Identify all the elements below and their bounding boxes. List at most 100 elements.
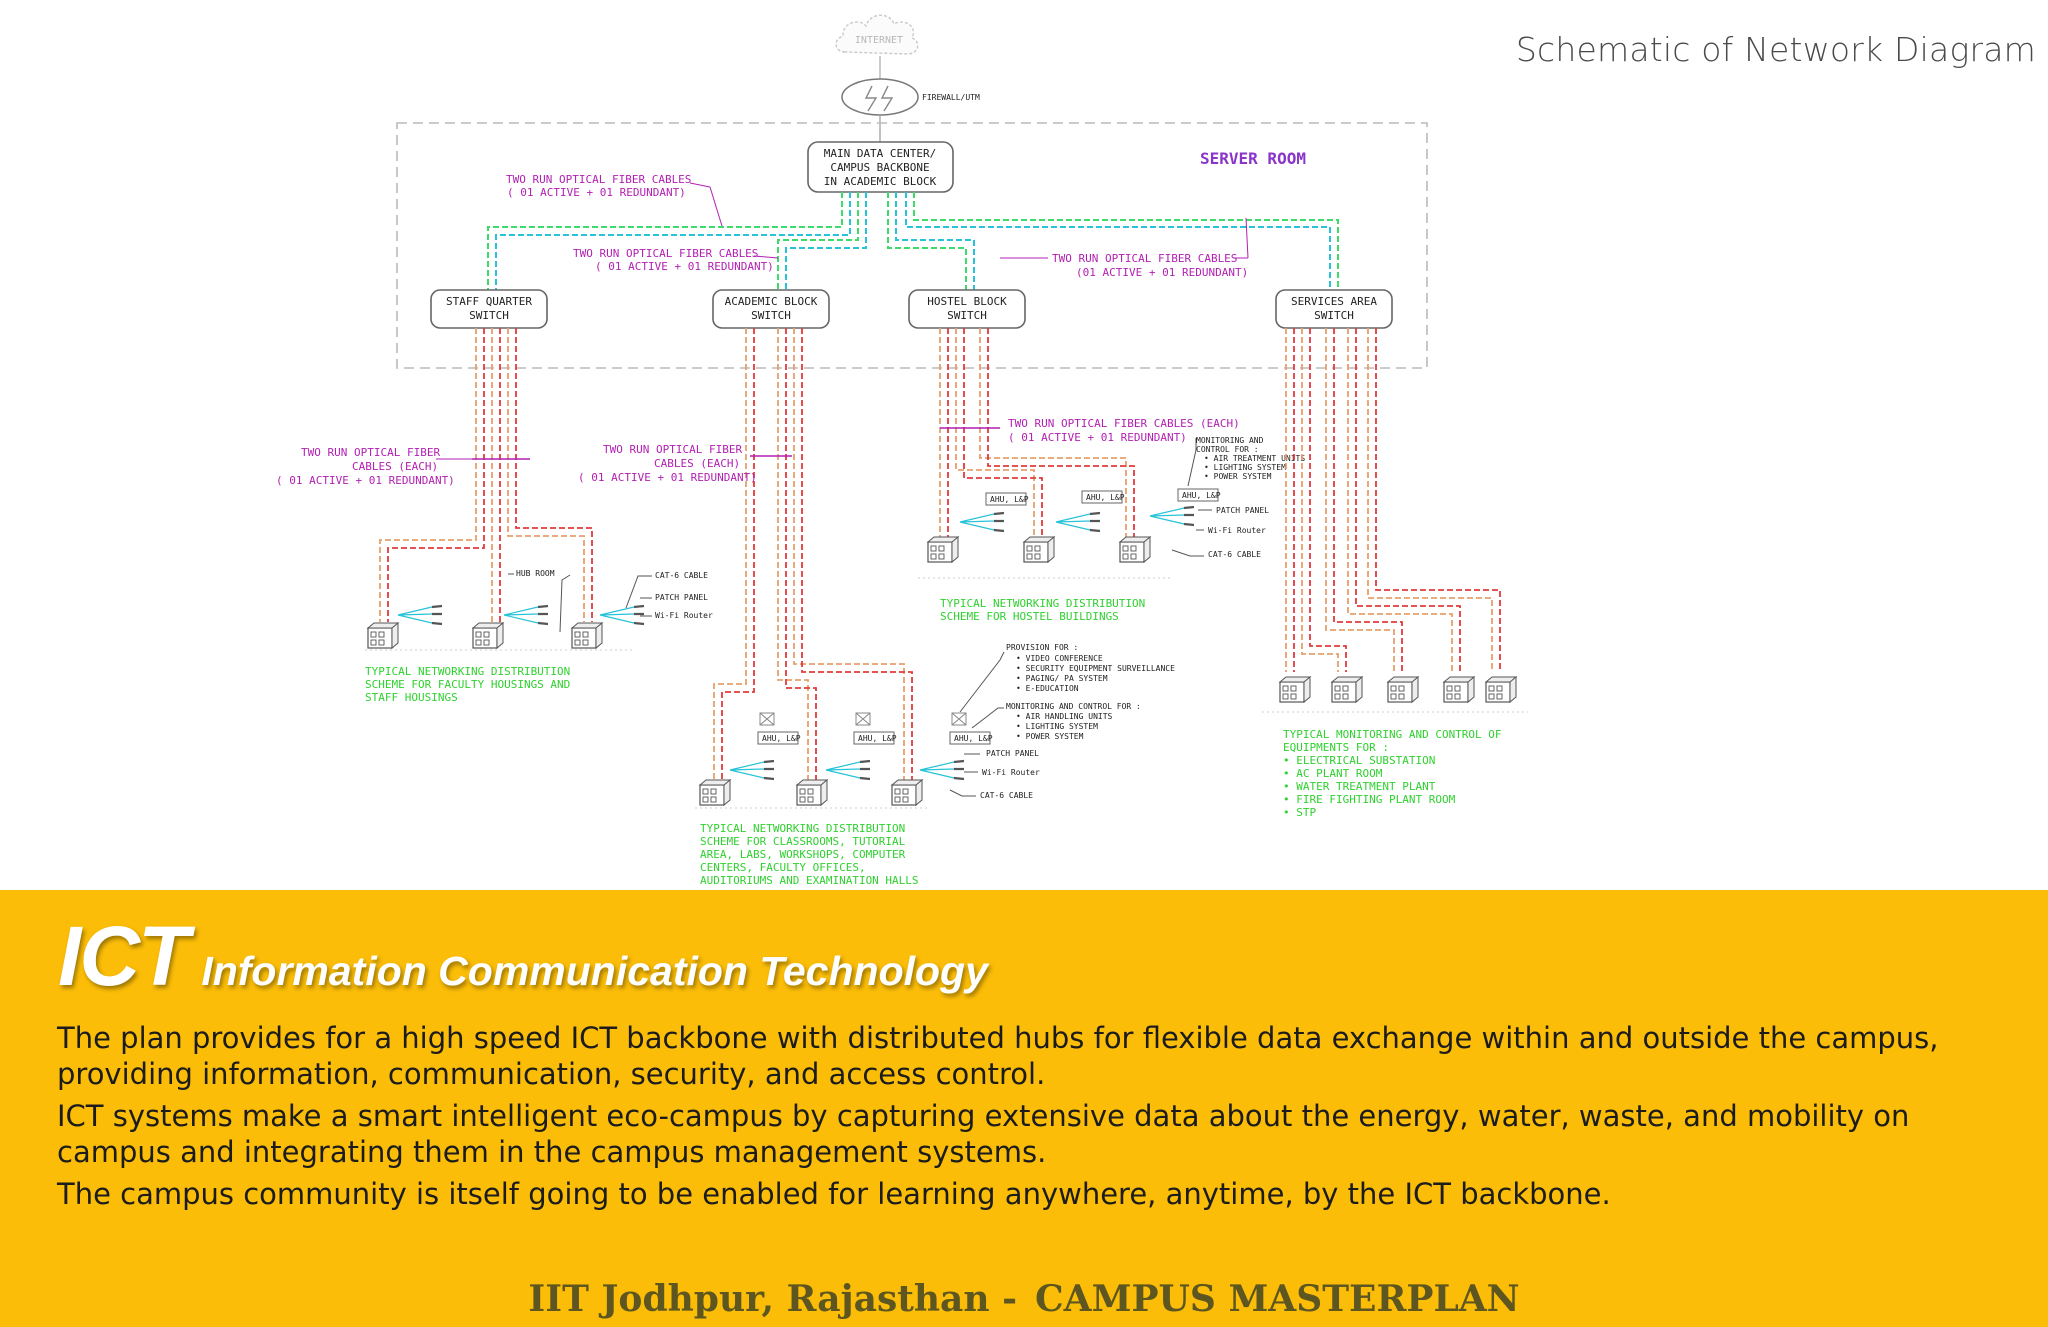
svg-text:AHU, L&P: AHU, L&P	[1086, 493, 1125, 502]
svg-text:• AC PLANT ROOM: • AC PLANT ROOM	[1283, 767, 1383, 780]
svg-text:• AIR HANDLING UNITS: • AIR HANDLING UNITS	[1016, 712, 1113, 721]
services-buildings	[1279, 676, 1517, 703]
paragraph-3: The campus community is itself going to …	[57, 1177, 1611, 1211]
staff-distribution-cables	[379, 328, 593, 622]
services-caption: TYPICAL MONITORING AND CONTROL OF	[1283, 728, 1502, 741]
page-title: Schematic of Network Diagram	[1515, 30, 2036, 69]
backbone-fiber	[487, 192, 1339, 295]
svg-text:CAT-6 CABLE: CAT-6 CABLE	[655, 571, 708, 580]
firewall-label: FIREWALL/UTM	[922, 93, 980, 102]
svg-text:CABLES (EACH): CABLES (EACH)	[352, 460, 438, 473]
svg-text:( 01 ACTIVE + 01 REDUNDANT): ( 01 ACTIVE + 01 REDUNDANT)	[276, 474, 455, 487]
svg-text:• WATER TREATMENT PLANT: • WATER TREATMENT PLANT	[1283, 780, 1436, 793]
network-diagram: INTERNET FIREWALL/UTM SERVER ROOM MAIN D…	[276, 14, 1528, 887]
staff-caption: TYPICAL NETWORKING DISTRIBUTION	[365, 665, 570, 678]
fiber-label-top-left: TWO RUN OPTICAL FIBER CABLES	[506, 173, 691, 186]
hostel-buildings: AHU, L&P AHU, L&P AHU, L&P	[927, 488, 1221, 563]
fiber-label-staff: TWO RUN OPTICAL FIBER	[301, 446, 440, 459]
svg-text:SWITCH: SWITCH	[947, 309, 987, 322]
paragraph-2: ICT systems make a smart intelligent eco…	[57, 1099, 1910, 1169]
svg-text:Wi-Fi Router: Wi-Fi Router	[982, 768, 1040, 777]
footer-title: CAMPUS MASTERPLAN	[1035, 1278, 1520, 1320]
paragraph-1: The plan provides for a high speed ICT b…	[57, 1021, 1939, 1091]
svg-text:ACADEMIC BLOCK: ACADEMIC BLOCK	[725, 295, 818, 308]
svg-text:( 01 ACTIVE + 01 REDUNDANT): ( 01 ACTIVE + 01 REDUNDANT)	[507, 186, 686, 199]
svg-text:SCHEME FOR CLASSROOMS, TUTORIA: SCHEME FOR CLASSROOMS, TUTORIAL	[700, 835, 906, 848]
svg-text:AHU, L&P: AHU, L&P	[762, 734, 801, 743]
academic-monitor: MONITORING AND CONTROL FOR :	[1006, 702, 1141, 711]
svg-text:CAMPUS BACKBONE: CAMPUS BACKBONE	[830, 161, 929, 174]
svg-text:AHU, L&P: AHU, L&P	[858, 734, 897, 743]
svg-text:• ELECTRICAL SUBSTATION: • ELECTRICAL SUBSTATION	[1283, 754, 1435, 767]
hostel-monitor: MONITORING AND	[1196, 436, 1264, 445]
academic-provision: PROVISION FOR :	[1006, 643, 1078, 652]
switch-academic-block: ACADEMIC BLOCK SWITCH	[712, 289, 830, 329]
svg-text:• LIGHTING SYSTEM: • LIGHTING SYSTEM	[1204, 463, 1286, 472]
main-data-center: MAIN DATA CENTER/ CAMPUS BACKBONE IN ACA…	[807, 141, 954, 193]
heading-acronym: ICT	[58, 909, 189, 1003]
svg-text:EQUIPMENTS FOR :: EQUIPMENTS FOR :	[1283, 741, 1389, 754]
firewall-icon	[841, 78, 919, 116]
switch-services-area: SERVICES AREA SWITCH	[1275, 289, 1393, 329]
academic-buildings: AHU, L&P AHU, L&P AHU, L&P	[699, 712, 993, 806]
info-band	[0, 890, 2048, 1327]
svg-text:AHU, L&P: AHU, L&P	[954, 734, 993, 743]
svg-text:• SECURITY EQUIPMENT SURVEILLA: • SECURITY EQUIPMENT SURVEILLANCE	[1016, 664, 1175, 673]
footer-location: IIT Jodhpur, Rajasthan -	[528, 1278, 1018, 1320]
svg-text:PATCH PANEL: PATCH PANEL	[1216, 506, 1269, 515]
svg-text:AREA, LABS, WORKSHOPS, COMPUTE: AREA, LABS, WORKSHOPS, COMPUTER	[700, 848, 906, 861]
svg-text:CAT-6 CABLE: CAT-6 CABLE	[1208, 550, 1261, 559]
svg-text:CAT-6 CABLE: CAT-6 CABLE	[980, 791, 1033, 800]
svg-text:SERVICES AREA: SERVICES AREA	[1291, 295, 1377, 308]
fiber-label-top-mid: TWO RUN OPTICAL FIBER CABLES	[573, 247, 758, 260]
hostel-distribution-cables	[939, 328, 1135, 538]
svg-text:IN ACADEMIC BLOCK: IN ACADEMIC BLOCK	[824, 175, 937, 188]
svg-text:SWITCH: SWITCH	[751, 309, 791, 322]
svg-text:CONTROL FOR :: CONTROL FOR :	[1196, 445, 1259, 454]
svg-text:PATCH PANEL: PATCH PANEL	[655, 593, 708, 602]
svg-text:AUDITORIUMS AND EXAMINATION HA: AUDITORIUMS AND EXAMINATION HALLS	[700, 874, 919, 887]
fiber-label-academic: TWO RUN OPTICAL FIBER	[603, 443, 742, 456]
svg-text:STAFF QUARTER: STAFF QUARTER	[446, 295, 532, 308]
svg-text:SCHEME FOR FACULTY HOUSINGS AN: SCHEME FOR FACULTY HOUSINGS AND	[365, 678, 570, 691]
switch-staff-quarter: STAFF QUARTER SWITCH	[430, 289, 548, 329]
svg-text:Wi-Fi Router: Wi-Fi Router	[655, 611, 713, 620]
svg-text:(01 ACTIVE + 01 REDUNDANT): (01 ACTIVE + 01 REDUNDANT)	[1076, 266, 1248, 279]
svg-text:AHU, L&P: AHU, L&P	[990, 495, 1029, 504]
svg-text:• POWER SYSTEM: • POWER SYSTEM	[1016, 732, 1084, 741]
svg-text:• E-EDUCATION: • E-EDUCATION	[1016, 684, 1079, 693]
svg-text:MAIN DATA CENTER/: MAIN DATA CENTER/	[824, 147, 937, 160]
svg-text:• PAGING/ PA SYSTEM: • PAGING/ PA SYSTEM	[1016, 674, 1108, 683]
svg-text:( 01 ACTIVE + 01 REDUNDANT): ( 01 ACTIVE + 01 REDUNDANT)	[1008, 431, 1187, 444]
svg-text:CABLES (EACH): CABLES (EACH)	[654, 457, 740, 470]
svg-text:SCHEME FOR HOSTEL BUILDINGS: SCHEME FOR HOSTEL BUILDINGS	[940, 610, 1119, 623]
svg-text:STAFF HOUSINGS: STAFF HOUSINGS	[365, 691, 458, 704]
svg-text:AHU, L&P: AHU, L&P	[1182, 491, 1221, 500]
server-room-boundary	[396, 122, 1428, 369]
services-distribution-cables	[1285, 328, 1501, 672]
svg-text:( 01 ACTIVE + 01 REDUNDANT): ( 01 ACTIVE + 01 REDUNDANT)	[578, 471, 757, 484]
internet-cloud-icon: INTERNET	[835, 14, 919, 55]
svg-text:SWITCH: SWITCH	[469, 309, 509, 322]
server-room-label: SERVER ROOM	[1200, 149, 1306, 168]
staff-buildings	[367, 604, 646, 649]
svg-text:• STP: • STP	[1283, 806, 1316, 819]
footer: IIT Jodhpur, Rajasthan - CAMPUS MASTERPLA…	[0, 1278, 2048, 1320]
svg-text:• VIDEO CONFERENCE: • VIDEO CONFERENCE	[1016, 654, 1103, 663]
svg-text:• POWER SYSTEM: • POWER SYSTEM	[1204, 472, 1272, 481]
internet-label: INTERNET	[855, 35, 903, 46]
hub-room-label: HUB ROOM	[516, 569, 555, 578]
svg-text:( 01 ACTIVE + 01 REDUNDANT): ( 01 ACTIVE + 01 REDUNDANT)	[595, 260, 774, 273]
svg-text:CENTERS, FACULTY OFFICES,: CENTERS, FACULTY OFFICES,	[700, 861, 866, 874]
fiber-label-hostel: TWO RUN OPTICAL FIBER CABLES (EACH)	[1008, 417, 1240, 430]
academic-caption: TYPICAL NETWORKING DISTRIBUTION	[700, 822, 905, 835]
svg-text:Wi-Fi Router: Wi-Fi Router	[1208, 526, 1266, 535]
hostel-caption: TYPICAL NETWORKING DISTRIBUTION	[940, 597, 1145, 610]
svg-text:SWITCH: SWITCH	[1314, 309, 1354, 322]
svg-text:• FIRE FIGHTING PLANT ROOM: • FIRE FIGHTING PLANT ROOM	[1283, 793, 1456, 806]
svg-text:HOSTEL BLOCK: HOSTEL BLOCK	[927, 295, 1007, 308]
switch-hostel-block: HOSTEL BLOCK SWITCH	[908, 289, 1026, 329]
svg-text:• LIGHTING SYSTEM: • LIGHTING SYSTEM	[1016, 722, 1098, 731]
svg-text:• AIR TREATMENT UNITS: • AIR TREATMENT UNITS	[1204, 454, 1305, 463]
